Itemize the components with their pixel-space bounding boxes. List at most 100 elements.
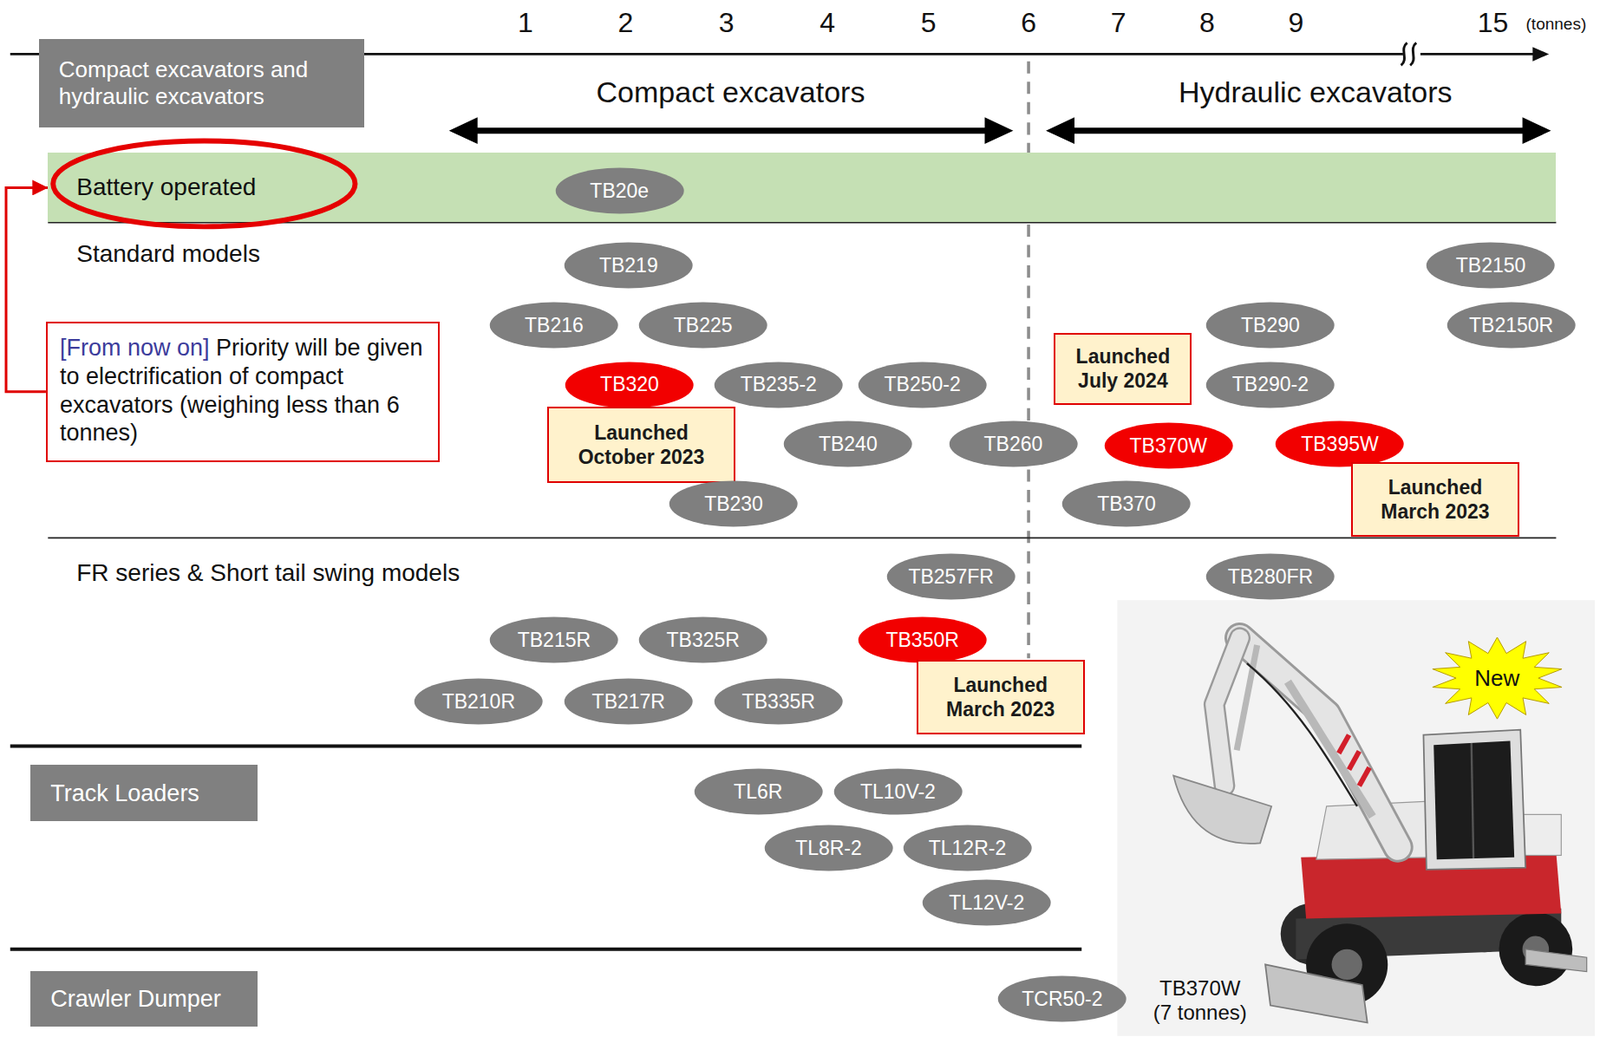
arm-outline xyxy=(1214,638,1240,787)
ellipse-fill xyxy=(489,302,619,349)
section-divider xyxy=(10,744,1082,748)
model-ellipse: TL8R-2 xyxy=(764,824,894,872)
ellipse-fill xyxy=(764,824,893,871)
model-name: TB217R xyxy=(592,690,666,713)
ellipse-fill xyxy=(414,679,543,725)
axis-arrowhead xyxy=(1532,46,1549,61)
model-name: TB370W xyxy=(1129,434,1208,458)
dozer-blade xyxy=(1265,964,1368,1023)
ellipse-fill xyxy=(1062,481,1191,528)
hydraulic-hose xyxy=(1247,663,1358,807)
model-ellipse: TB250-2 xyxy=(857,361,987,409)
range-arrowhead xyxy=(984,117,1013,144)
model-name: TB2150R xyxy=(1469,313,1554,337)
axis-label: (tonnes) xyxy=(1526,14,1587,34)
model-ellipse: TB210R xyxy=(413,678,543,725)
ellipse-fill xyxy=(1103,423,1233,470)
ellipse-fill xyxy=(564,241,693,288)
cab-frame xyxy=(1471,743,1474,859)
axis-label: 7 xyxy=(1110,6,1127,39)
hazard-stripe xyxy=(1349,751,1360,770)
model-name: TB320 xyxy=(600,372,660,396)
axis-label: 3 xyxy=(718,6,735,39)
node-text: Crawler Dumper xyxy=(50,985,222,1013)
model-ellipse: TB215R xyxy=(489,616,619,664)
section-divider xyxy=(47,537,1556,540)
callout-box: [From now on]Priority will be given to e… xyxy=(45,321,440,463)
hydraulic-cylinder xyxy=(1287,681,1373,817)
ellipse-fill xyxy=(714,679,843,725)
model-name: TL6R xyxy=(733,780,783,804)
hazard-stripe xyxy=(1338,735,1350,754)
ellipse-fill xyxy=(693,769,823,816)
ellipse-fill xyxy=(783,420,913,467)
model-name: TB290 xyxy=(1240,313,1300,337)
launch-note: Launched July 2024 xyxy=(1053,333,1192,406)
model-name: TL12V-2 xyxy=(948,891,1025,915)
model-name: TL10V-2 xyxy=(860,780,936,804)
range-arrowhead xyxy=(1045,117,1075,144)
model-name: TB350R xyxy=(885,628,959,652)
ellipse-fill xyxy=(858,616,987,663)
category-box: Track Loaders xyxy=(30,764,257,822)
range-heading: Hydraulic excavators xyxy=(1178,76,1453,111)
model-ellipse: TB216 xyxy=(489,301,619,349)
photo-background xyxy=(1116,600,1595,1037)
ellipse-fill xyxy=(565,361,694,408)
range-arrow xyxy=(471,127,993,134)
model-name: TB230 xyxy=(704,492,764,516)
arm xyxy=(1214,638,1240,787)
ellipse-fill xyxy=(948,420,1078,467)
ellipse-fill xyxy=(1426,241,1555,288)
category-box: Crawler Dumper xyxy=(30,971,257,1027)
callout-tag: [From now on] xyxy=(59,334,210,361)
model-name: TB325R xyxy=(666,628,740,652)
model-ellipse: TB290-2 xyxy=(1205,361,1335,409)
node-text: Launched March 2023 xyxy=(1361,475,1509,524)
launch-note: Launched March 2023 xyxy=(1351,462,1520,537)
wheel-hub xyxy=(1332,949,1363,980)
model-ellipse: TB350R xyxy=(857,616,987,664)
node-text: Launched October 2023 xyxy=(557,420,726,470)
ellipse-fill xyxy=(669,481,798,528)
ellipse-fill xyxy=(639,302,768,349)
ellipse-fill xyxy=(858,361,987,408)
model-ellipse: TB335R xyxy=(713,678,843,725)
model-name: TB280FR xyxy=(1227,565,1313,588)
model-name: TB250-2 xyxy=(884,372,961,396)
model-name: TL8R-2 xyxy=(795,836,863,860)
callout-connector xyxy=(6,187,48,392)
model-name: TL12R-2 xyxy=(928,836,1006,860)
model-ellipse: TB219 xyxy=(563,241,693,289)
model-ellipse: TL6R xyxy=(693,768,823,816)
model-name: TB370 xyxy=(1097,492,1156,516)
model-ellipse: TB240 xyxy=(783,420,913,468)
launch-note: Launched October 2023 xyxy=(547,406,737,483)
outrigger xyxy=(1525,949,1587,973)
ellipse-fill xyxy=(489,616,619,663)
model-ellipse: TL10V-2 xyxy=(833,768,963,816)
axis-label: 1 xyxy=(517,6,534,39)
ellipse-fill xyxy=(1206,361,1335,408)
model-ellipse: TL12V-2 xyxy=(921,879,1052,927)
ellipse-fill xyxy=(833,769,962,816)
hydraulic-cylinder xyxy=(1236,645,1258,751)
node-text: Launched July 2024 xyxy=(1064,344,1182,393)
model-name: TB257FR xyxy=(907,565,993,588)
axis-label: 4 xyxy=(819,6,836,39)
model-ellipse: TB395W xyxy=(1274,420,1405,468)
range-arrowhead xyxy=(1522,117,1552,144)
model-ellipse: TB320 xyxy=(564,361,694,409)
axis-label: 5 xyxy=(920,6,937,39)
axis-break-gap xyxy=(1403,44,1421,66)
node-text: Battery operated xyxy=(76,173,256,202)
model-name: TB235-2 xyxy=(740,372,817,396)
model-ellipse: TB370 xyxy=(1061,480,1191,528)
model-name: TB240 xyxy=(818,432,878,456)
starburst-fill xyxy=(1432,637,1562,719)
six-tonne-divider xyxy=(1026,61,1031,660)
cab xyxy=(1423,730,1526,870)
model-ellipse: TB235-2 xyxy=(713,361,843,409)
axis-label: 6 xyxy=(1020,6,1037,39)
